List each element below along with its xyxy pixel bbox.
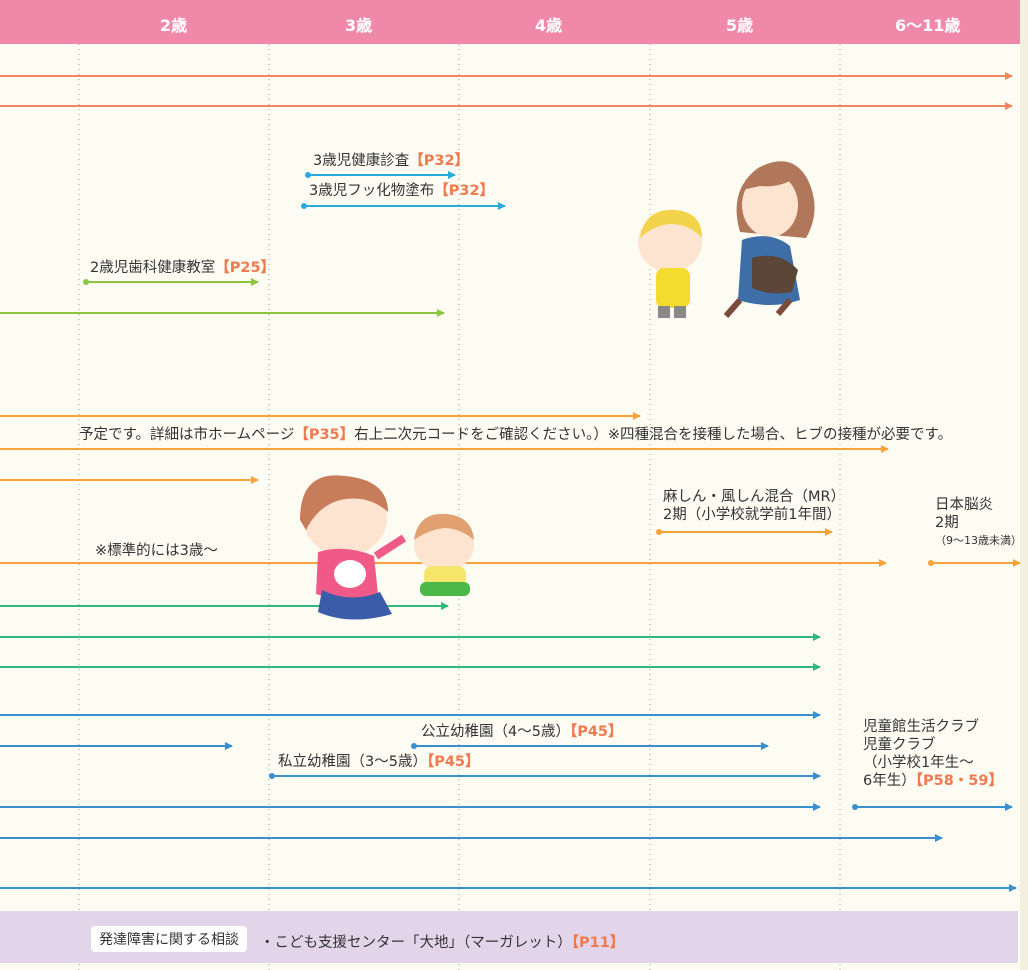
baby-sitting-illustration <box>414 513 474 596</box>
boy-walking-illustration <box>638 209 702 318</box>
mother-walking-illustration <box>723 161 815 318</box>
age3-fluoride-label: 3歳児フッ化物塗布【P32】 <box>309 183 495 199</box>
age-6-11-label: 6〜11歳 <box>895 16 961 35</box>
standard-note: ※標準的には3歳〜 <box>95 543 218 559</box>
public-kinder-label: 公立幼稚園（4〜5歳）【P45】 <box>421 724 623 740</box>
age-3-label: 3歳 <box>345 16 373 35</box>
page-edge <box>1020 0 1028 970</box>
age-5-label: 5歳 <box>726 16 754 35</box>
private-kinder-ref: 【P45】 <box>426 754 480 770</box>
age3-exam-label: 3歳児健康診査【P32】 <box>313 153 470 169</box>
private-kinder-label: 私立幼稚園（3〜5歳）【P45】 <box>278 754 480 770</box>
children-club-label: 児童館生活クラブ 児童クラブ （小学校1年生〜 6年生）【P58・59】 <box>863 719 1003 789</box>
age3-exam-ref: 【P32】 <box>409 153 470 169</box>
consultation-text: ・こども支援センター「大地」（マーガレット）【P11】 <box>260 935 625 951</box>
vaccine-note-ref: 【P35】 <box>294 427 355 443</box>
age3-fluoride-ref: 【P32】 <box>434 183 495 199</box>
age2-dental-ref: 【P25】 <box>215 260 276 276</box>
age2-dental-label: 2歳児歯科健康教室【P25】 <box>90 260 276 276</box>
mr-vaccine-label: 麻しん・風しん混合（MR）2期（小学校就学前1年間） <box>663 489 846 523</box>
vaccine-note: 予定です。詳細は市ホームページ【P35】右上二次元コードをご確認ください。）※四… <box>79 427 953 443</box>
girl-pointing-illustration <box>300 475 407 620</box>
children-club-ref: 【P58・59】 <box>915 773 1003 789</box>
age-header-bar: 2歳 3歳 4歳 5歳 6〜11歳 <box>0 0 1020 44</box>
age-4-label: 4歳 <box>535 16 563 35</box>
public-kinder-ref: 【P45】 <box>569 724 623 740</box>
age-2-label: 2歳 <box>160 16 188 35</box>
consultation-ref: 【P11】 <box>571 935 625 951</box>
consultation-badge: 発達障害に関する相談 <box>91 926 247 952</box>
